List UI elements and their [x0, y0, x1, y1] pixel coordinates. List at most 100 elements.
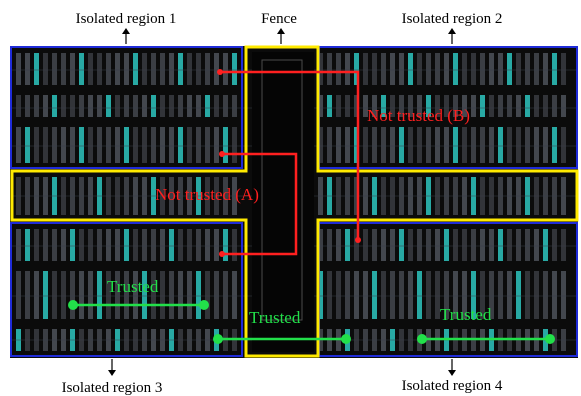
logic-cell [453, 53, 458, 85]
logic-cell [196, 95, 201, 117]
logic-cell [363, 95, 368, 117]
not-trusted-b-label: Not trusted (B) [367, 106, 470, 125]
logic-cell [79, 127, 84, 163]
logic-cell [453, 127, 458, 163]
region-4-arrowhead [448, 370, 456, 376]
logic-cell [34, 271, 39, 319]
fence-arrowhead [277, 28, 285, 34]
logic-cell [381, 271, 386, 319]
logic-cell [381, 95, 386, 117]
logic-cell [498, 271, 503, 319]
logic-cell [16, 271, 21, 319]
trusted-2-end [341, 334, 351, 344]
trusted-1-start [68, 300, 78, 310]
logic-cell [534, 53, 539, 85]
logic-cell [205, 53, 210, 85]
logic-cell [133, 53, 138, 85]
logic-cell [142, 229, 147, 261]
logic-cell [151, 53, 156, 85]
logic-cell [232, 95, 237, 117]
logic-cell [480, 127, 485, 163]
logic-cell [399, 53, 404, 85]
logic-cell [79, 271, 84, 319]
logic-cell [516, 127, 521, 163]
logic-cell [462, 127, 467, 163]
logic-cell [142, 53, 147, 85]
logic-cell [16, 53, 21, 85]
not-trusted-b-end [355, 237, 361, 243]
logic-cell [151, 271, 156, 319]
logic-cell [178, 229, 183, 261]
logic-cell [61, 271, 66, 319]
logic-cell [417, 271, 422, 319]
logic-cell [561, 53, 566, 85]
logic-cell [169, 229, 174, 261]
logic-cell [43, 271, 48, 319]
logic-cell [381, 53, 386, 85]
logic-cell [142, 127, 147, 163]
logic-cell [52, 95, 57, 117]
logic-cell [435, 95, 440, 117]
logic-cell [124, 271, 129, 319]
logic-cell [70, 95, 75, 117]
logic-cell [444, 127, 449, 163]
logic-cell [489, 53, 494, 85]
logic-cell [471, 53, 476, 85]
trusted-3-start [417, 334, 427, 344]
logic-cell [453, 229, 458, 261]
logic-cell [363, 127, 368, 163]
logic-cell [507, 271, 512, 319]
logic-cell [534, 95, 539, 117]
isolated-region-3-caption: Isolated region 3 [62, 380, 163, 396]
logic-cell [480, 271, 485, 319]
logic-cell [16, 229, 21, 261]
logic-cell [426, 229, 431, 261]
logic-cell [408, 53, 413, 85]
logic-cell [336, 95, 341, 117]
logic-cell [345, 53, 350, 85]
logic-cell [345, 271, 350, 319]
logic-cell [43, 53, 48, 85]
logic-cell [354, 127, 359, 163]
logic-cell [124, 53, 129, 85]
logic-cell [525, 53, 530, 85]
logic-cell [214, 95, 219, 117]
logic-cell [178, 95, 183, 117]
logic-cell [399, 95, 404, 117]
logic-cell [489, 229, 494, 261]
logic-cell [25, 229, 30, 261]
logic-cell [363, 53, 368, 85]
isolated-region-2-caption: Isolated region 2 [402, 11, 503, 27]
logic-cell [426, 53, 431, 85]
logic-cell [507, 229, 512, 261]
logic-cell [133, 95, 138, 117]
logic-cell [471, 95, 476, 117]
logic-cell [160, 271, 165, 319]
logic-cell [196, 53, 201, 85]
logic-cell [516, 229, 521, 261]
logic-cell [444, 229, 449, 261]
logic-cell [169, 271, 174, 319]
logic-cell [372, 53, 377, 85]
logic-cell [525, 95, 530, 117]
logic-cell [214, 127, 219, 163]
logic-cell [372, 95, 377, 117]
logic-cell [561, 271, 566, 319]
logic-cell [489, 95, 494, 117]
not-trusted-b-start [217, 69, 223, 75]
logic-cell [426, 271, 431, 319]
logic-cell [151, 229, 156, 261]
trusted-3-label: Trusted [440, 305, 492, 324]
logic-cell [354, 95, 359, 117]
logic-cell [417, 53, 422, 85]
logic-cell [133, 127, 138, 163]
logic-cell [408, 271, 413, 319]
logic-cell [52, 271, 57, 319]
logic-cell [223, 229, 228, 261]
logic-cell [160, 53, 165, 85]
fence-caption: Fence [261, 11, 297, 27]
logic-cell [115, 229, 120, 261]
logic-cell [88, 95, 93, 117]
logic-cell [61, 53, 66, 85]
logic-cell [178, 127, 183, 163]
